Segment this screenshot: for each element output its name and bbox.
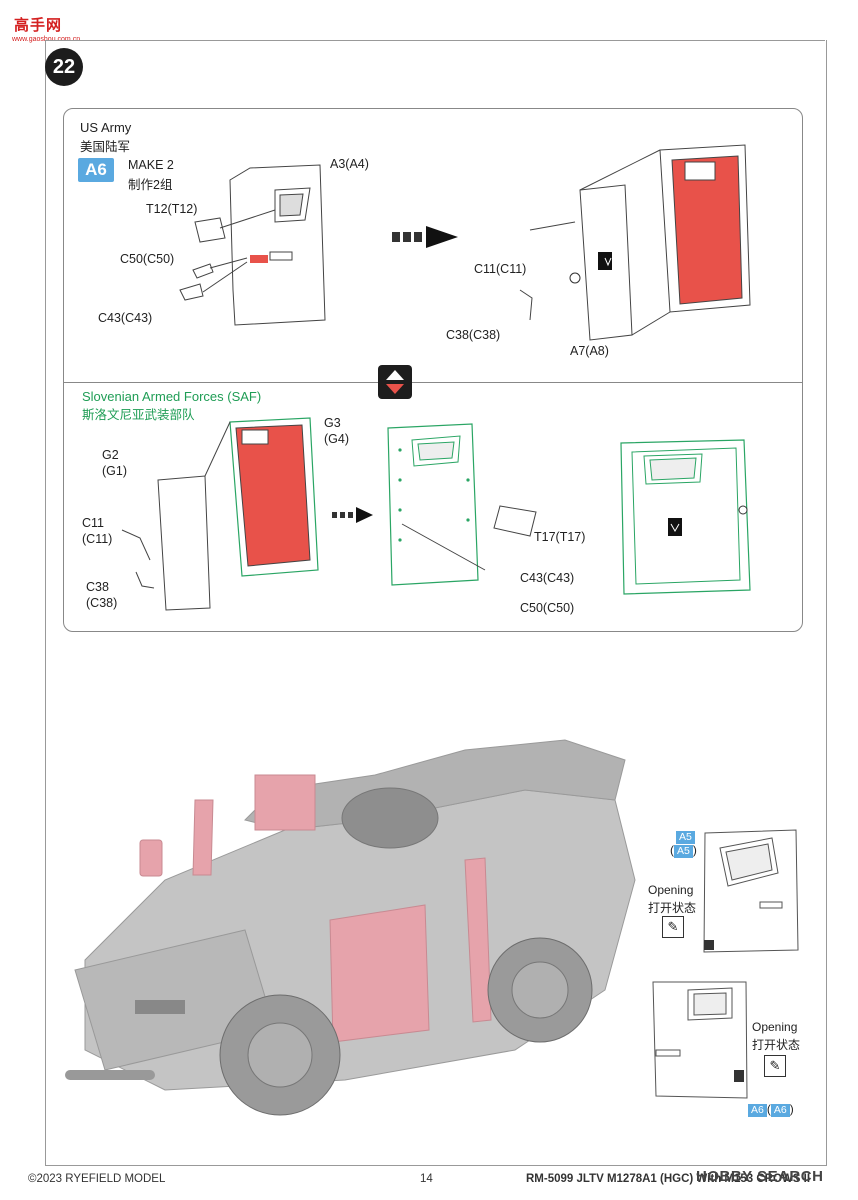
callout-c50: C50(C50) — [120, 252, 175, 266]
assembly-arrow-us — [392, 226, 458, 248]
callout-t17: T17(T17) — [534, 530, 586, 544]
callout-c11-saf: C11 — [82, 516, 105, 530]
callout-g1: (G1) — [102, 464, 127, 478]
callout-a3: A3(A4) — [330, 157, 369, 171]
footer-copyright: ©2023 RYEFIELD MODEL — [28, 1173, 166, 1185]
callout-c50-saf: C50(C50) — [520, 601, 575, 615]
us-army-title-cn: 美国陆军 — [80, 140, 131, 154]
vehicle-illustration — [65, 739, 636, 1116]
inset-a5-opening-cn: 打开状态 — [648, 901, 697, 915]
callout-c38-saf: C38 — [86, 580, 109, 594]
callout-t12: T12(T12) — [146, 202, 198, 216]
page-frame-top — [45, 40, 825, 41]
inset-a5-tag: A5 — [676, 829, 695, 844]
us-door-inner-drawing — [179, 164, 326, 326]
variant-panel — [63, 108, 803, 632]
callout-c11-saf-alt: (C11) — [82, 532, 113, 546]
swap-variant-icon — [378, 365, 412, 399]
inset-door-a5-drawing — [703, 829, 799, 953]
pencil-icon-2: ✎ — [764, 1055, 786, 1077]
inset-a6-tag: A6(A6) — [748, 1102, 794, 1117]
saf-door-exploded-drawing — [121, 417, 319, 611]
watermark-title: 高手网 — [14, 17, 63, 34]
part-badge-a6: A6 — [78, 158, 114, 182]
callout-c38-saf-alt: (C38) — [86, 596, 118, 610]
inset-a6-opening-cn: 打开状态 — [752, 1038, 801, 1052]
callout-g4: (G4) — [324, 432, 349, 446]
callout-c43: C43(C43) — [98, 311, 153, 325]
callout-c38: C38(C38) — [446, 328, 501, 342]
inset-a6-opening: Opening — [752, 1020, 798, 1034]
callout-a7: A7(A8) — [570, 344, 609, 358]
us-army-title: US Army — [80, 120, 132, 135]
inset-a5-opening: Opening — [648, 883, 694, 897]
watermark-url: www.gaoshou.com.cn — [12, 36, 80, 43]
pencil-icon: ✎ — [662, 916, 684, 938]
make-label-cn: 制作2组 — [128, 178, 173, 192]
hobby-search-logo: HOBBY SEARCH — [696, 1168, 824, 1185]
us-door-assembled-drawing — [519, 144, 751, 341]
callout-g2: G2 — [102, 448, 119, 462]
step-number-badge: 22 — [45, 48, 83, 86]
saf-door-outer-drawing — [387, 423, 537, 586]
callout-g3: G3 — [324, 416, 341, 430]
panel-divider — [63, 382, 803, 383]
page-frame — [45, 40, 827, 1166]
assembly-arrow-saf — [332, 507, 373, 523]
callout-c43-saf: C43(C43) — [520, 571, 575, 585]
inset-a5-tag-alt: (A5) — [670, 843, 697, 858]
saf-title-cn: 斯洛文尼亚武装部队 — [82, 408, 195, 422]
watermark-logo: 高手网 www.gaoshou.com.cn — [6, 6, 80, 43]
make-label: MAKE 2 — [128, 158, 174, 172]
saf-door-finished-drawing — [620, 439, 751, 595]
inset-door-a6-drawing — [652, 981, 748, 1099]
callout-c11: C11(C11) — [474, 262, 527, 276]
footer-product: RM-5099 JLTV M1278A1 (HGC) With M153 CRO… — [526, 1173, 811, 1185]
saf-title: Slovenian Armed Forces (SAF) — [82, 389, 262, 404]
footer-page-number: 14 — [420, 1173, 433, 1185]
